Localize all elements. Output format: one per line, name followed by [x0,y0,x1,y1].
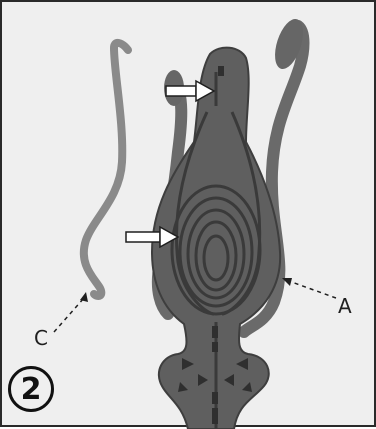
leader-c [54,292,88,332]
leader-a [282,278,336,298]
step-number-badge: 2 [8,366,54,412]
detached-filament-c [84,43,128,296]
step-number: 2 [21,372,42,407]
label-c: C [34,328,48,348]
label-a: A [338,296,352,316]
